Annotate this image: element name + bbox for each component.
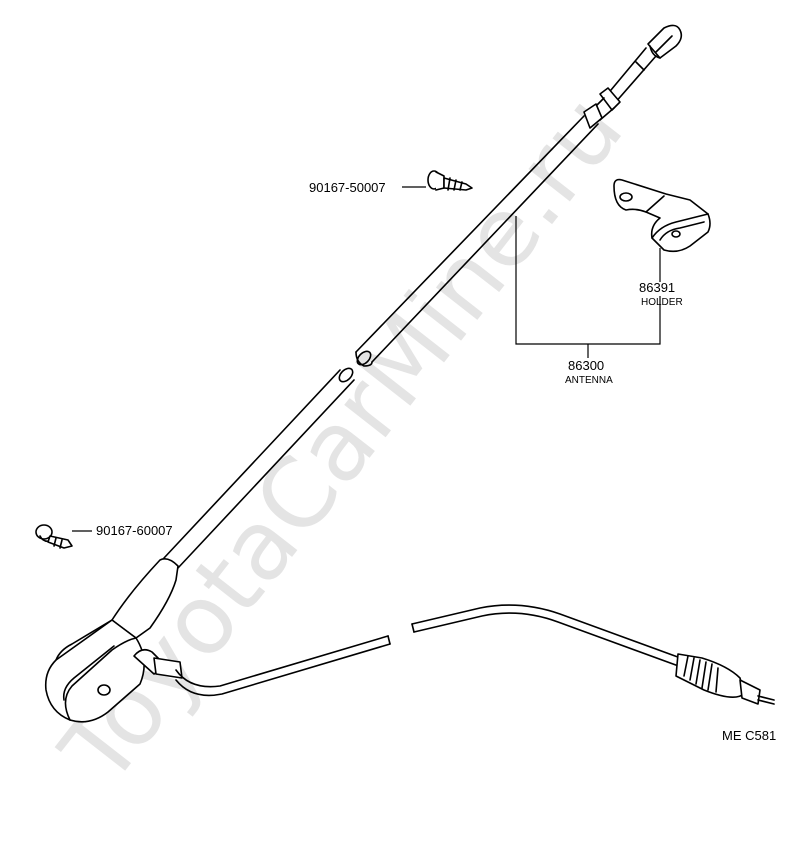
holder-part-number: 86391	[639, 280, 675, 295]
antenna-mast-upper-section	[355, 103, 603, 367]
antenna-base-housing	[44, 558, 183, 723]
diagram-code: ME C581	[722, 728, 776, 743]
screw-left	[35, 524, 73, 549]
holder-part-name: HOLDER	[641, 297, 683, 308]
antenna-upper-mast	[591, 47, 657, 121]
antenna-tip	[647, 24, 683, 59]
antenna-mast-lower-section	[163, 367, 355, 569]
antenna-part-number: 86300	[568, 358, 604, 373]
leader-lines	[72, 186, 661, 532]
antenna-plug	[675, 653, 775, 705]
holder-bracket	[613, 178, 711, 253]
screw-top	[427, 170, 473, 191]
coax-cable	[175, 604, 687, 697]
antenna-part-name: ANTENNA	[565, 375, 613, 386]
screw-left-part-number: 90167-60007	[96, 523, 173, 538]
screw-top-part-number: 90167-50007	[309, 180, 386, 195]
